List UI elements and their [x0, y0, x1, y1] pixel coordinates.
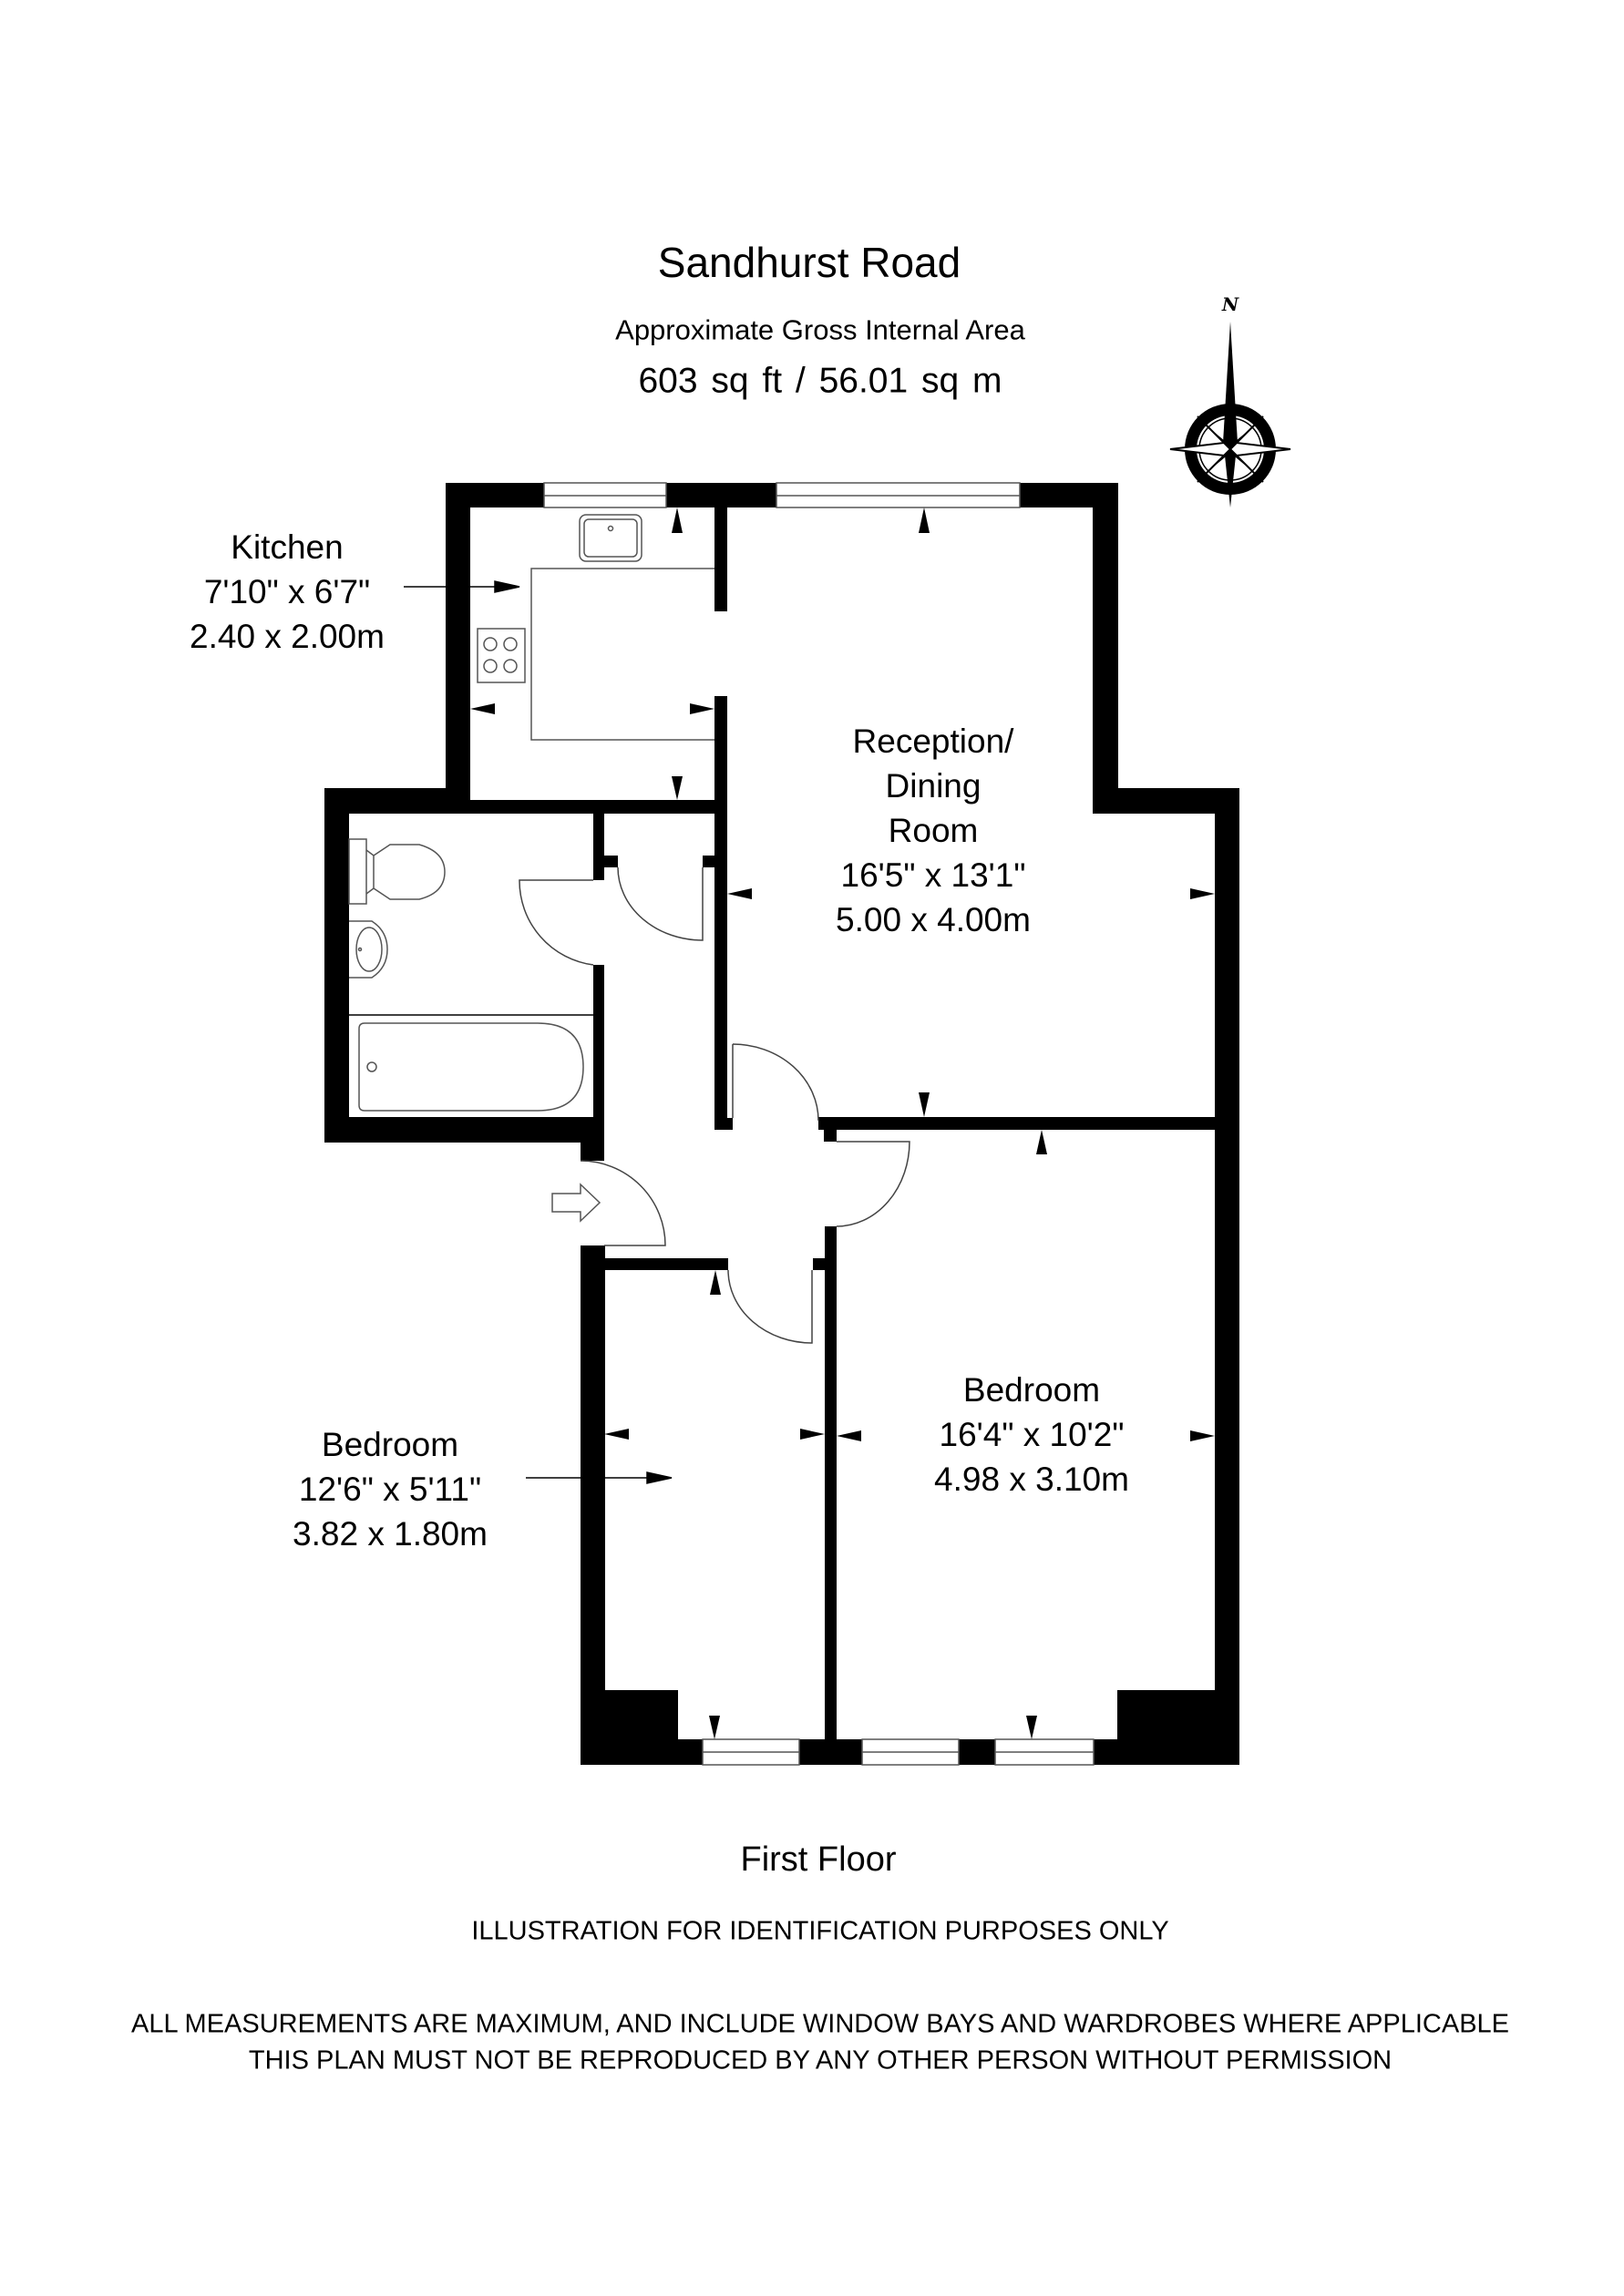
compass-rose-icon — [1169, 322, 1291, 507]
bedroom2-door — [836, 1141, 910, 1227]
bathtub-icon — [358, 1022, 584, 1112]
cupboard-door — [617, 866, 704, 941]
room-imperial: 12'6" x 5'11" — [298, 1471, 482, 1508]
room-imperial: 7'10" x 6'7" — [203, 573, 371, 610]
room-label-bedroom-2: Bedroom 16'4" x 10'2" 4.98 x 3.10m — [934, 1368, 1129, 1502]
floor-label: First Floor — [740, 1840, 897, 1879]
bedroom1-door — [727, 1269, 813, 1344]
basin-icon — [349, 920, 388, 979]
area-label: Approximate Gross Internal Area — [615, 313, 1025, 346]
measurement-note: ALL MEASUREMENTS ARE MAXIMUM, AND INCLUD… — [130, 2009, 1510, 2039]
hob-icon — [477, 628, 526, 683]
room-label-bedroom-1: Bedroom 12'6" x 5'11" 3.82 x 1.80m — [293, 1422, 488, 1556]
room-imperial: 16'5" x 13'1" — [840, 856, 1026, 894]
dimension-markers — [470, 507, 1215, 1739]
bathroom-door — [519, 879, 594, 966]
copyright-note: THIS PLAN MUST NOT BE REPRODUCED BY ANY … — [248, 2045, 1393, 2076]
room-metric: 2.40 x 2.00m — [190, 618, 385, 655]
doors — [519, 866, 910, 1344]
walls — [324, 483, 1239, 1765]
room-metric: 4.98 x 3.10m — [934, 1461, 1129, 1498]
kitchen-counter — [530, 568, 714, 741]
room-label-kitchen: Kitchen 7'10" x 6'7" 2.40 x 2.00m — [190, 525, 385, 659]
reception-door — [732, 1043, 819, 1122]
windows — [543, 482, 1095, 1766]
room-metric: 3.82 x 1.80m — [293, 1515, 488, 1553]
room-name-line2: Dining — [885, 767, 982, 805]
area-value: 603 sq ft / 56.01 sq m — [638, 361, 1002, 401]
plan-title: Sandhurst Road — [657, 239, 961, 286]
entrance-arrow-icon — [551, 1183, 601, 1223]
room-name: Kitchen — [231, 528, 344, 566]
room-name: Bedroom — [321, 1426, 459, 1463]
room-label-reception: Reception/ Dining Room 16'5" x 13'1" 5.0… — [836, 719, 1031, 942]
room-metric: 5.00 x 4.00m — [836, 901, 1031, 938]
front-door — [580, 1160, 666, 1246]
room-name-line1: Reception/ — [852, 723, 1014, 760]
room-imperial: 16'4" x 10'2" — [939, 1416, 1125, 1453]
sink-icon — [579, 514, 642, 562]
label-leaders — [404, 580, 673, 1484]
north-label: N — [1221, 293, 1239, 315]
room-name: Bedroom — [962, 1371, 1101, 1409]
room-name-line3: Room — [888, 812, 979, 849]
toilet-icon — [348, 838, 446, 905]
disclaimer: ILLUSTRATION FOR IDENTIFICATION PURPOSES… — [471, 1916, 1169, 1946]
